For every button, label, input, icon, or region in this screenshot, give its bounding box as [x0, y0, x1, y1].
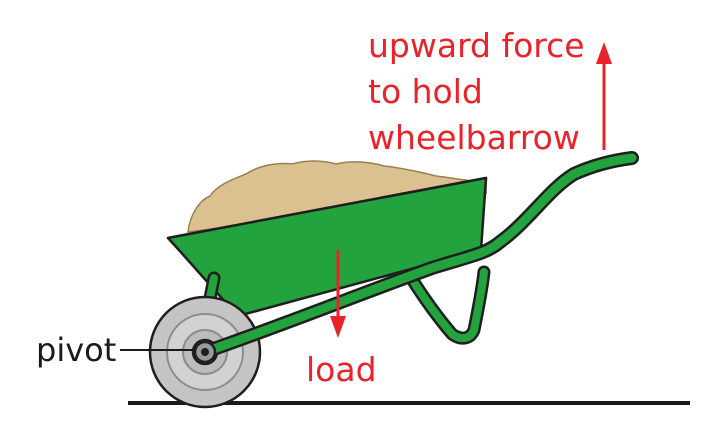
- pivot-label: pivot: [36, 331, 116, 369]
- force-label-line-3: wheelbarrow: [368, 118, 580, 157]
- force-label-line-1: upward force: [368, 26, 585, 65]
- arrow-up-icon: [596, 42, 612, 150]
- arrow-down-icon: [330, 250, 346, 338]
- load-label: load: [306, 350, 377, 389]
- sand-heap: [187, 160, 487, 233]
- force-label-line-2: to hold: [368, 72, 483, 111]
